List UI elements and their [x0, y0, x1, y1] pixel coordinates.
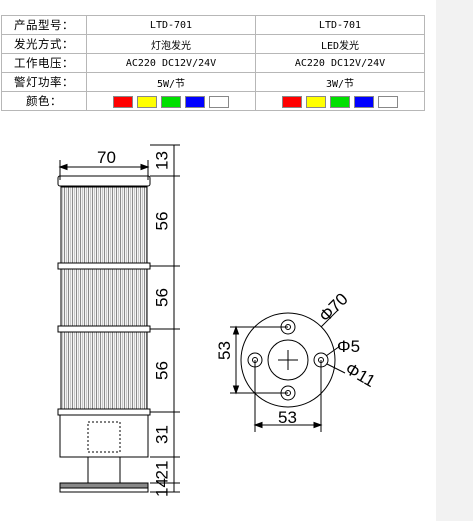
table-row: 警灯功率： 5W/节 3W/节 [1, 72, 425, 92]
outer-diameter-label: Φ70 [315, 289, 351, 325]
height-dimension-label: 21 [153, 461, 172, 480]
leader-line [326, 363, 346, 374]
color-swatches-bulb [86, 91, 256, 111]
color-swatch [354, 95, 374, 108]
color-swatch [282, 95, 302, 108]
cell-value: 灯泡发光 [86, 34, 256, 54]
table-row: 颜色： [1, 91, 425, 111]
row-label: 产品型号： [1, 15, 87, 35]
table-row: 发光方式： 灯泡发光 LED发光 [1, 34, 425, 54]
row-label: 警灯功率： [1, 72, 87, 92]
arrow-head [232, 325, 240, 335]
dimension-ticks [150, 144, 180, 493]
top-cap [57, 175, 151, 187]
mount-post [87, 456, 121, 484]
color-swatch [137, 95, 157, 108]
height-dimension-label: 56 [153, 361, 172, 380]
center-hole [267, 339, 309, 381]
lamp-section-3 [60, 331, 148, 410]
row-label: 发光方式： [1, 34, 87, 54]
spec-table: 产品型号： LTD-701 LTD-701 发光方式： 灯泡发光 LED发光 工… [1, 15, 425, 111]
table-row: 产品型号： LTD-701 LTD-701 [1, 15, 425, 35]
hidden-terminal [87, 421, 121, 453]
color-swatch [378, 95, 398, 108]
width-label: 70 [97, 148, 116, 167]
height-label: 53 [215, 341, 234, 360]
mount-plate [59, 482, 149, 489]
ring-diameter-label: Φ11 [342, 359, 379, 391]
row-label: 颜色： [1, 91, 87, 111]
color-swatch [161, 95, 181, 108]
lamp-section-1 [60, 186, 148, 264]
base-housing [59, 414, 149, 458]
cell-value: LTD-701 [255, 15, 425, 35]
arrow-head [232, 385, 240, 395]
color-swatch [113, 95, 133, 108]
row-label: 工作电压： [1, 53, 87, 73]
sidebar-strip [436, 0, 473, 521]
side-view [57, 144, 180, 493]
section-ring [57, 325, 151, 333]
section-ring [57, 262, 151, 270]
swatch-group [282, 95, 398, 108]
color-swatch [330, 95, 350, 108]
arrow-head [253, 421, 263, 429]
hole-diameter-label: Φ5 [337, 337, 360, 356]
height-dimension-label: 56 [153, 288, 172, 307]
color-swatch [185, 95, 205, 108]
outer-circle [240, 312, 336, 408]
cell-value: LTD-701 [86, 15, 256, 35]
cell-value: LED发光 [255, 34, 425, 54]
arrow-head [140, 163, 150, 171]
leader-line [320, 309, 339, 328]
cell-value: AC220 DC12V/24V [86, 53, 256, 73]
swatch-group [113, 95, 229, 108]
width-label: 53 [278, 408, 297, 427]
cell-value: 5W/节 [86, 72, 256, 92]
color-swatch [306, 95, 326, 108]
mount-foot [59, 487, 149, 493]
cell-value: 3W/节 [255, 72, 425, 92]
height-dimension-label: 14 [153, 478, 172, 497]
height-dimension-label: 31 [153, 425, 172, 444]
color-swatch [209, 95, 229, 108]
arrow-head [58, 163, 68, 171]
top-view [230, 309, 346, 432]
color-swatches-led [255, 91, 425, 111]
table-row: 工作电压： AC220 DC12V/24V AC220 DC12V/24V [1, 53, 425, 73]
leader-line [325, 345, 341, 357]
height-dimension-label: 13 [153, 151, 172, 170]
height-dimension-label: 56 [153, 212, 172, 231]
lamp-section-2 [60, 268, 148, 327]
cell-value: AC220 DC12V/24V [255, 53, 425, 73]
section-ring [57, 408, 151, 416]
arrow-head [313, 421, 323, 429]
